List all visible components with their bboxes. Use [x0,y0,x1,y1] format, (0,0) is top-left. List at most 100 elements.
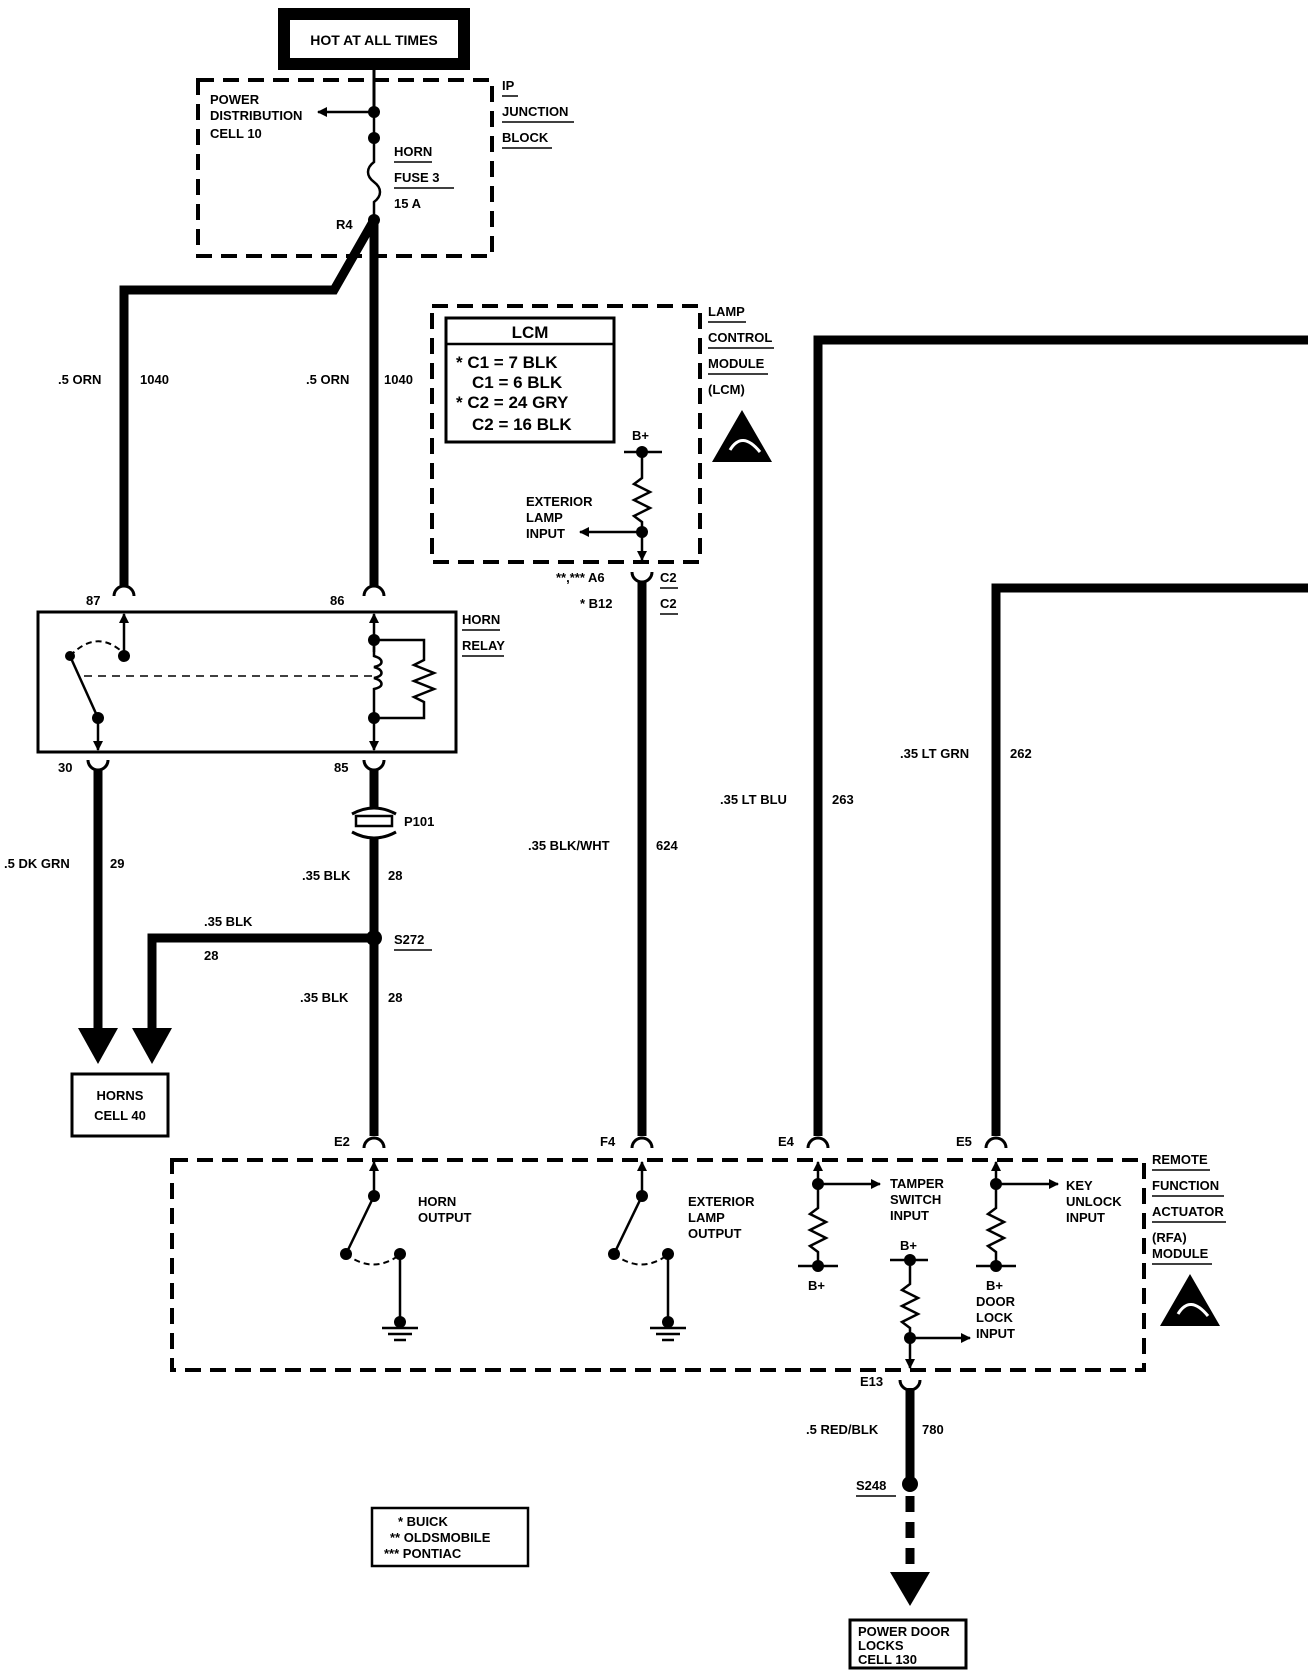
lcm-c2-b: C2 [660,596,677,611]
w780-gauge: .5 RED/BLK [806,1422,879,1437]
ip-junction-block: IP JUNCTION BLOCK POWER DISTRIBUTION CEL… [196,78,574,258]
exterior-output-2: LAMP [688,1210,725,1225]
wire-28: P101 .35 BLK 28 S272 .35 BLK 28 .35 BLK … [132,770,434,1136]
legend-buick: * BUICK [398,1514,448,1529]
lcm-input-3: INPUT [526,526,565,541]
lcm-row-3: * C2 = 24 GRY [456,393,569,412]
wire-624: .35 BLK/WHT 624 [528,582,678,1136]
w28-lower-circuit: 28 [388,990,402,1005]
door-lock-2: LOCK [976,1310,1013,1325]
key-bplus: B+ [986,1278,1003,1293]
tamper-input-1: TAMPER [890,1176,945,1191]
power-header: HOT AT ALL TIMES [310,32,438,48]
rfa-label-1: REMOTE [1152,1152,1208,1167]
relay-label-2: RELAY [462,638,505,653]
rfa-label-5: MODULE [1152,1246,1209,1261]
s248-label: S248 [856,1478,886,1493]
horn-output-1: HORN [418,1194,456,1209]
pin-e2: E2 [334,1134,350,1149]
w624-gauge: .35 BLK/WHT [528,838,610,853]
exterior-output-1: EXTERIOR [688,1194,755,1209]
lcm-input-1: EXTERIOR [526,494,593,509]
wire-262: .35 LT GRN 262 [900,583,1308,1136]
relay-label-1: HORN [462,612,500,627]
key-unlock-1: KEY [1066,1178,1093,1193]
power-source-box: HOT AT ALL TIMES [278,8,470,70]
w1040-right-circuit: 1040 [384,372,413,387]
horn-relay: 87 86 HORN RELAY 30 85 [36,584,505,775]
horn-output-2: OUTPUT [418,1210,472,1225]
w28-branch-gauge: .35 BLK [204,914,253,929]
lcm-label-1: LAMP [708,304,745,319]
power-door-box: POWER DOOR LOCKS CELL 130 [848,1618,968,1670]
lcm-row-1: * C1 = 7 BLK [456,353,558,372]
w1040-left-circuit: 1040 [140,372,169,387]
lcm-c2-a: C2 [660,570,677,585]
splice-s248 [902,1476,918,1492]
wire-780: .5 RED/BLK 780 S248 [806,1388,944,1606]
terminal-r4: R4 [336,217,353,232]
w1040-right-gauge: .5 ORN [306,372,349,387]
fuse-label-1: HORN [394,144,432,159]
rfa-module: E2 F4 E4 E5 REMOTE FUNCTION ACTUATOR (RF… [170,1134,1226,1392]
legend-pontiac: *** PONTIAC [384,1546,462,1561]
lcm-row-2: C1 = 6 BLK [472,373,563,392]
pin-85: 85 [334,760,348,775]
pin-e4: E4 [778,1134,795,1149]
fuse-label-3: 15 A [394,196,422,211]
w28-upper-gauge: .35 BLK [302,868,351,883]
p101-label: P101 [404,814,434,829]
ip-label-1: IP [502,78,515,93]
pin-e13: E13 [860,1374,883,1389]
power-dist-3: CELL 10 [210,126,262,141]
lcm-label-4: (LCM) [708,382,745,397]
pin-f4: F4 [600,1134,616,1149]
power-door-line-3: CELL 130 [858,1652,917,1667]
lcm-bplus: B+ [632,428,649,443]
w28-branch-circuit: 28 [204,948,218,963]
wire-1040: .5 ORN 1040 .5 ORN 1040 [58,217,413,586]
w262-circuit: 262 [1010,746,1032,761]
ip-label-2: JUNCTION [502,104,568,119]
w28-upper-circuit: 28 [388,868,402,883]
legend-box: * BUICK ** OLDSMOBILE *** PONTIAC [370,1506,530,1568]
horns-line-1: HORNS [97,1088,144,1103]
w780-circuit: 780 [922,1422,944,1437]
pin-86: 86 [330,593,344,608]
s272-label: S272 [394,932,424,947]
power-door-line-2: LOCKS [858,1638,904,1653]
horns-box: HORNS CELL 40 [70,1072,170,1138]
lcm-table-title: LCM [512,323,549,342]
legend-oldsmobile: ** OLDSMOBILE [390,1530,491,1545]
ip-label-3: BLOCK [502,130,549,145]
lcm-row-4: C2 = 16 BLK [472,415,572,434]
w263-gauge: .35 LT BLU [720,792,787,807]
door-bplus: B+ [900,1238,917,1253]
pin-87: 87 [86,593,100,608]
w624-circuit: 624 [656,838,678,853]
w1040-left-gauge: .5 ORN [58,372,101,387]
rfa-label-4: (RFA) [1152,1230,1187,1245]
rfa-label-3: ACTUATOR [1152,1204,1224,1219]
key-unlock-3: INPUT [1066,1210,1105,1225]
exterior-output-3: OUTPUT [688,1226,742,1241]
pin-30: 30 [58,760,72,775]
lcm-input-2: LAMP [526,510,563,525]
lamp-control-module: LCM * C1 = 7 BLK C1 = 6 BLK * C2 = 24 GR… [430,304,774,615]
lcm-pin-b12: * B12 [580,596,613,611]
key-unlock-2: UNLOCK [1066,1194,1122,1209]
w28-lower-gauge: .35 BLK [300,990,349,1005]
lcm-label-3: MODULE [708,356,765,371]
w263-circuit: 263 [832,792,854,807]
door-lock-3: INPUT [976,1326,1015,1341]
fuse-label-2: FUSE 3 [394,170,440,185]
power-dist-2: DISTRIBUTION [210,108,302,123]
tamper-bplus: B+ [808,1278,825,1293]
w29-circuit: 29 [110,856,124,871]
wire-29: .5 DK GRN 29 [4,770,124,1064]
w29-gauge: .5 DK GRN [4,856,70,871]
tamper-input-2: SWITCH [890,1192,941,1207]
door-lock-1: DOOR [976,1294,1016,1309]
rfa-esd-warning-icon [1160,1274,1220,1326]
tamper-input-3: INPUT [890,1208,929,1223]
